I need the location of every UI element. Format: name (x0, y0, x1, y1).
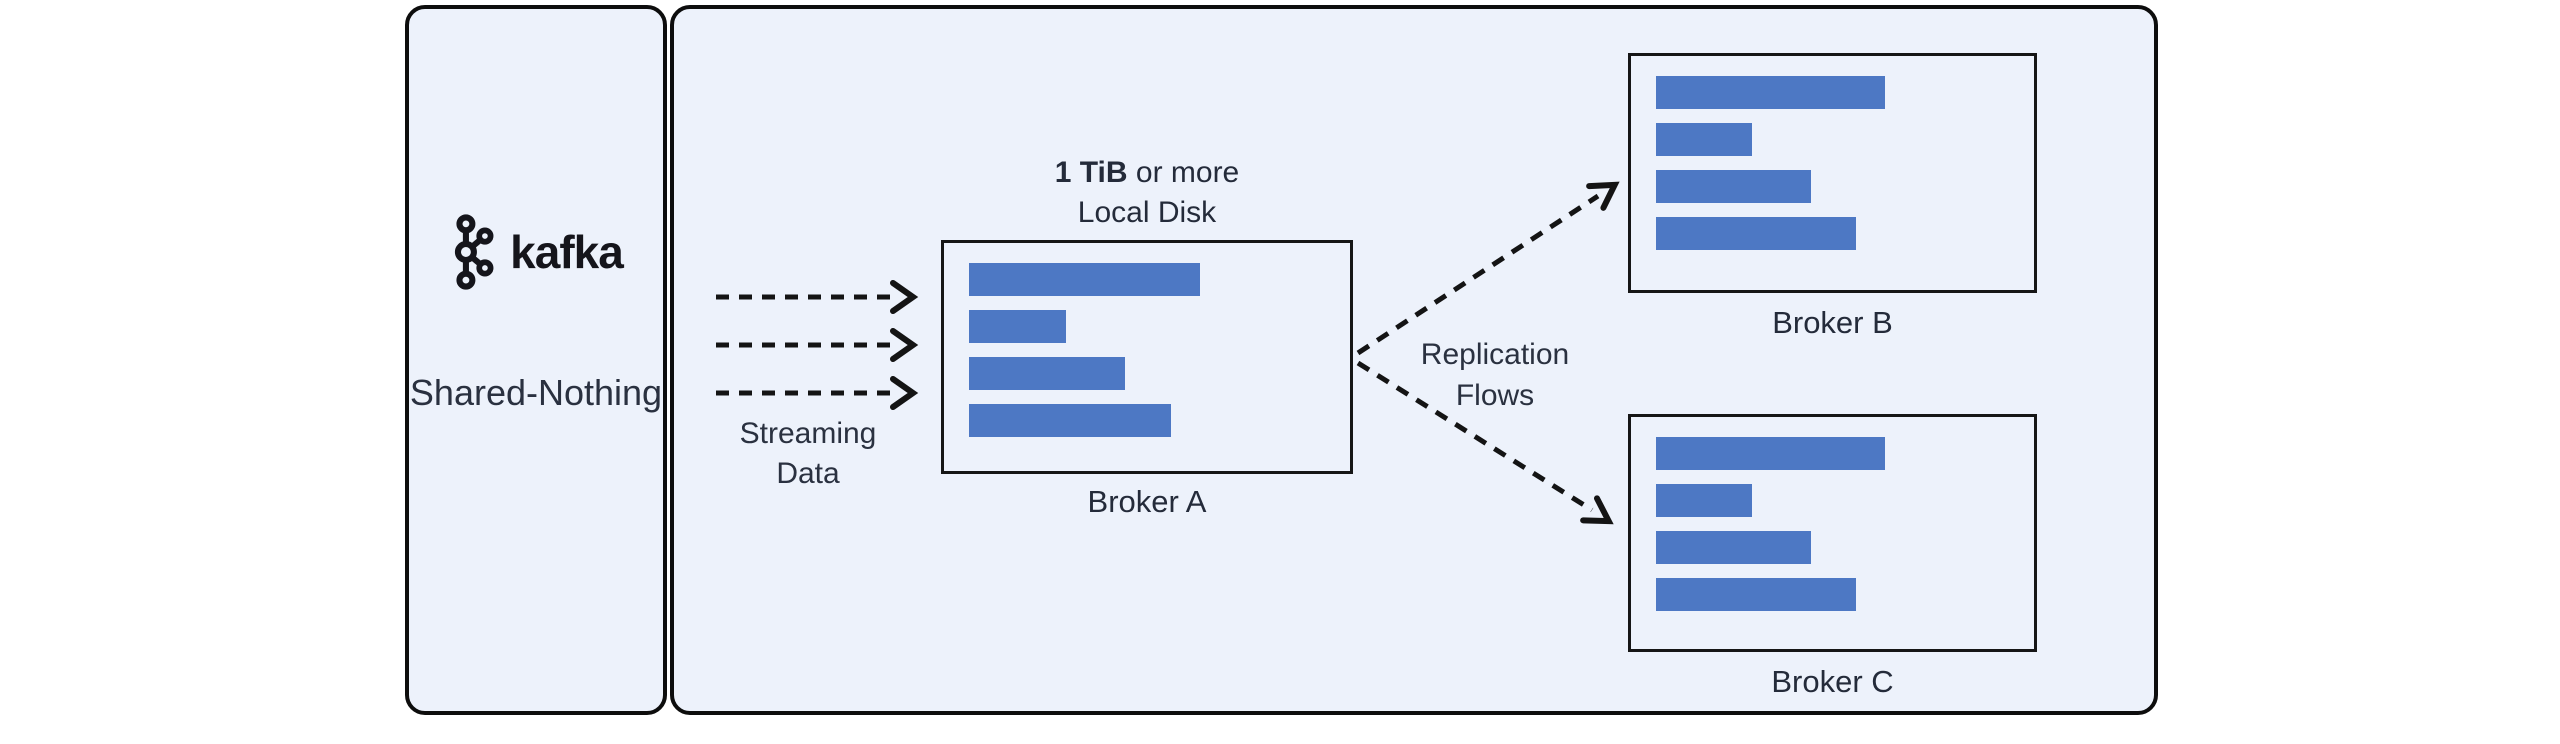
disk-size-suffix: or more (1127, 156, 1240, 189)
streaming-line1: Streaming (739, 417, 877, 450)
disk-size-line: 1 TiB or more (941, 153, 1353, 193)
disk-usage-bar (1656, 578, 1857, 611)
disk-usage-bar (969, 404, 1171, 437)
disk-usage-bar (1656, 437, 1885, 470)
broker-c-box (1628, 414, 2037, 652)
disk-usage-bar (1656, 217, 1857, 250)
replication-flows-label: Replication Flows (1395, 334, 1595, 416)
local-disk-title: 1 TiB or more Local Disk (941, 153, 1353, 233)
broker-b-bars (1631, 56, 2034, 290)
broker-b-box (1628, 53, 2037, 293)
disk-usage-bar (969, 263, 1200, 296)
disk-usage-bar (1656, 123, 1753, 156)
disk-usage-bar (969, 310, 1067, 343)
shared-nothing-label: Shared-Nothing (409, 372, 663, 413)
streaming-data-label: Streaming Data (708, 414, 908, 494)
local-disk-line: Local Disk (1077, 196, 1217, 229)
disk-size-value: 1 TiB (1054, 156, 1128, 189)
kafka-brand: kafka (405, 212, 667, 292)
kafka-logo-icon (455, 214, 494, 290)
broker-a-box (941, 240, 1353, 474)
replication-line1: Replication (1420, 338, 1570, 371)
broker-b-label: Broker B (1772, 305, 1893, 340)
disk-usage-bar (969, 357, 1126, 390)
disk-usage-bar (1656, 484, 1753, 517)
broker-a-bars (944, 243, 1350, 471)
broker-c-bars (1631, 417, 2034, 649)
broker-a-label: Broker A (1087, 484, 1207, 519)
kafka-panel (405, 5, 667, 715)
streaming-line2: Data (776, 457, 840, 490)
kafka-wordmark: kafka (510, 226, 624, 278)
disk-usage-bar (1656, 76, 1885, 109)
replication-line2: Flows (1455, 379, 1535, 412)
disk-usage-bar (1656, 170, 1811, 203)
broker-c-label: Broker C (1771, 664, 1894, 699)
disk-usage-bar (1656, 531, 1811, 564)
